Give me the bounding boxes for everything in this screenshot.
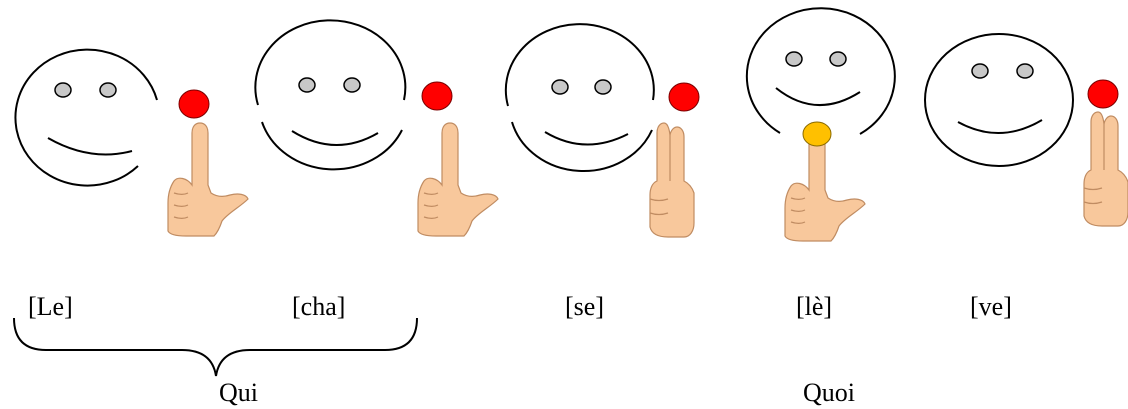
eye-4-right	[830, 52, 846, 66]
group-brace	[14, 318, 417, 376]
hand-3-icon	[650, 123, 694, 237]
group-label-qui: Qui	[219, 378, 258, 408]
eye-1-right	[100, 83, 116, 97]
cue-dot-3	[669, 83, 699, 111]
hand-2-icon	[418, 123, 498, 236]
eye-2-right	[344, 78, 360, 92]
cue-dot-4	[803, 122, 831, 146]
syllable-label-4: [lè]	[796, 292, 832, 322]
eye-2-left	[299, 78, 315, 92]
eye-3-right	[595, 80, 611, 94]
hand-4-icon	[785, 128, 865, 241]
cue-dot-2	[422, 82, 452, 110]
hand-5-icon	[1084, 112, 1128, 226]
syllable-label-1: [Le]	[28, 292, 73, 322]
face-3	[506, 24, 654, 171]
eye-4-left	[786, 52, 802, 66]
eye-5-left	[972, 64, 988, 78]
face-1	[15, 50, 157, 186]
eye-1-left	[55, 83, 71, 97]
eye-3-left	[552, 80, 568, 94]
syllable-label-3: [se]	[565, 292, 604, 322]
cue-dot-5	[1088, 80, 1118, 108]
cue-dot-1	[179, 90, 209, 118]
hand-1-icon	[168, 123, 248, 236]
face-4	[747, 8, 895, 134]
face-2	[255, 20, 405, 169]
face-5	[925, 34, 1073, 166]
group-label-quoi: Quoi	[803, 378, 855, 408]
eye-5-right	[1017, 64, 1033, 78]
syllable-label-5: [ve]	[970, 292, 1012, 322]
syllable-label-2: [cha]	[292, 292, 345, 322]
